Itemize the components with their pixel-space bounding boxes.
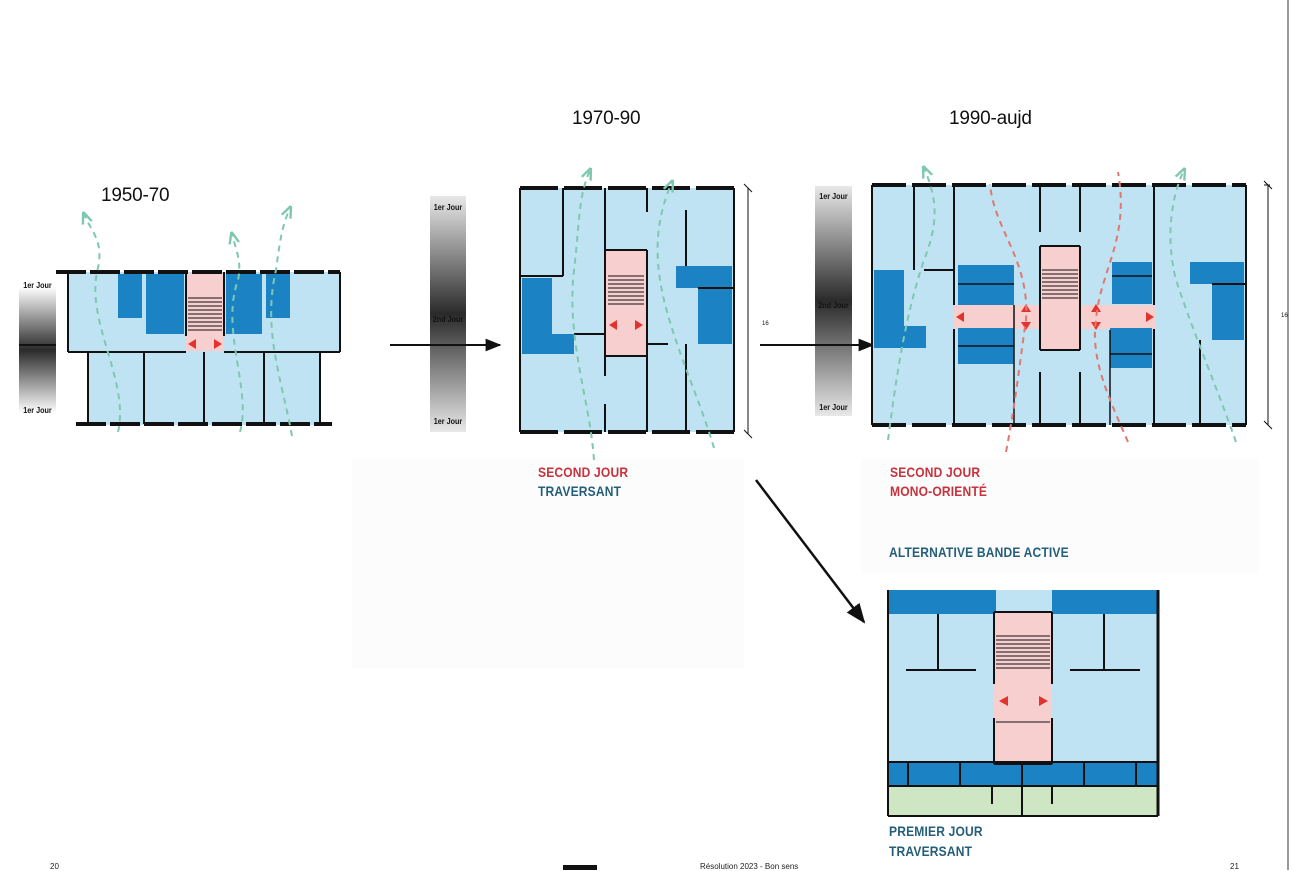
panel-background-middle [352, 458, 744, 668]
era-title-1990-aujd: 1990-aujd [949, 108, 1032, 129]
floor-plan-1970-90 [519, 170, 753, 461]
daylight-label-top: 1er Jour [433, 203, 463, 212]
plan1-stair-core [186, 273, 224, 351]
footer-center: Résolution 2023 - Bon sens [700, 862, 799, 871]
floor-plan-alternative [887, 590, 1160, 817]
daylight-bar-1-midline [19, 344, 56, 346]
dimension-label-plan-3: 16 [1281, 313, 1288, 319]
dimension-label-plan-2: 16 [762, 321, 769, 327]
plan2-service-right-top [676, 266, 732, 288]
plan2-stair-core [605, 250, 647, 356]
plan3-service-1 [958, 265, 1014, 305]
caption-plan2-line2: TRAVERSANT [538, 483, 622, 499]
panel-background-right [862, 458, 1258, 574]
plan3-service-3 [1112, 262, 1152, 304]
floor-plan-1990-aujd [871, 168, 1273, 453]
evolution-arrow-alternative [755, 479, 866, 624]
plan3-service-4 [1110, 328, 1152, 368]
plan3-service-left [874, 270, 904, 326]
plan1-service-2 [146, 274, 184, 334]
floor-plan-1950-70 [56, 208, 341, 437]
era-title-1970-90: 1970-90 [572, 108, 641, 129]
caption-plan4-line1: PREMIER JOUR [889, 823, 983, 839]
daylight-label-bottom: 1er Jour [819, 403, 848, 412]
plan4-stair-core [994, 612, 1052, 764]
plan4-service-top-left [888, 590, 996, 614]
plan2-service-right [698, 288, 732, 344]
daylight-label-middle: 2nd Jour [432, 315, 464, 324]
plan3-service-right-top [1190, 262, 1244, 284]
daylight-gradient-bar-3: 1er Jour 2nd Jour 1er Jour [815, 186, 852, 416]
footer-mark [563, 865, 597, 870]
era-title-1950-70: 1950-70 [101, 185, 170, 206]
footer-page-left: 20 [50, 862, 59, 871]
caption-plan3-line1: SECOND JOUR [890, 464, 981, 480]
plan3-service-left-bottom [874, 326, 926, 348]
daylight-gradient-bar-2: 1er Jour 2nd Jour 1er Jour [430, 196, 466, 432]
daylight-label-top: 1er Jour [23, 281, 52, 290]
plan2-service-left [522, 278, 552, 334]
caption-plan3-line2: MONO-ORIENTÉ [890, 483, 988, 499]
daylight-label-bottom: 1er Jour [23, 406, 52, 415]
footer-page-right: 21 [1230, 862, 1239, 871]
daylight-label-middle: 2nd Jour [818, 301, 849, 310]
daylight-gradient-bar-1: 1er Jour 1er Jour [19, 281, 56, 415]
plan3-service-right [1212, 284, 1244, 340]
plan2-service-left-bottom [522, 334, 574, 354]
plan1-service-1 [118, 274, 142, 318]
daylight-label-top: 1er Jour [819, 192, 848, 201]
plan4-service-top-right [1052, 590, 1158, 614]
caption-alternative-title: ALTERNATIVE BANDE ACTIVE [889, 544, 1069, 560]
caption-plan2-line1: SECOND JOUR [538, 464, 629, 480]
daylight-label-bottom: 1er Jour [433, 417, 463, 426]
plan1-service-3 [226, 274, 262, 334]
caption-plan4-line2: TRAVERSANT [889, 843, 973, 859]
plan1-service-4 [266, 274, 290, 318]
